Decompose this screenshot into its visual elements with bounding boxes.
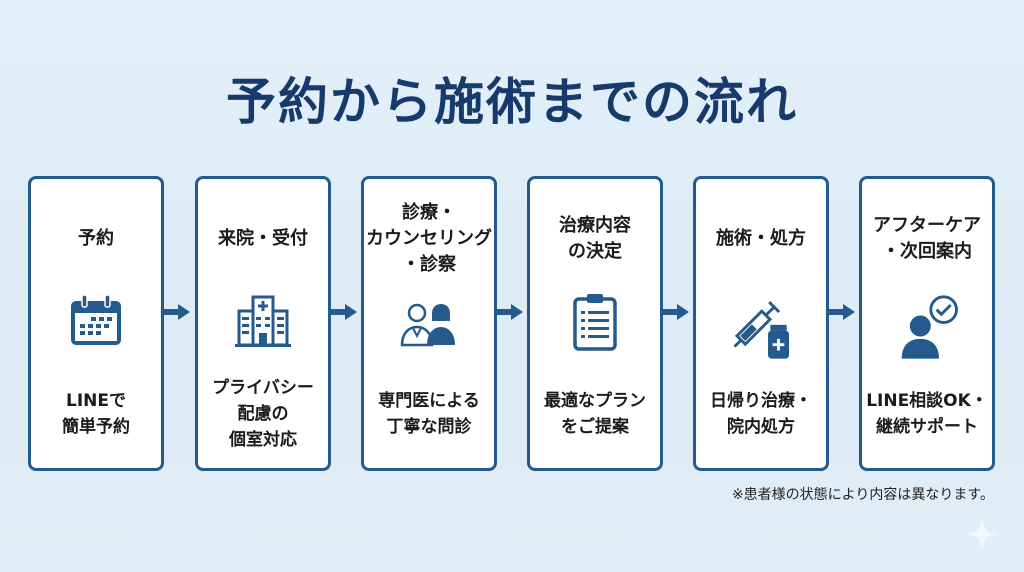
arrow-right-icon	[663, 304, 689, 320]
step-heading: 来院・受付	[218, 228, 308, 249]
arrow-right-icon	[164, 304, 190, 320]
support-chat-icon	[901, 295, 958, 359]
step-card-treatment-plan: 治療内容 の決定 最適なプラン をご提案	[527, 176, 663, 471]
page-title: 予約から施術までの流れ	[226, 73, 798, 131]
footnote: ※患者様の状態により内容は異なります。	[731, 487, 994, 503]
step-heading: 診療・ カウンセリング ・診察	[366, 202, 492, 275]
step-card-aftercare: アフターケア ・次回案内 LINE相談OK・ 継続サポート	[859, 176, 995, 471]
step-description: プライバシー 配慮の 個室対応	[212, 378, 314, 450]
step-description: 日帰り治療・ 院内処方	[710, 391, 812, 437]
hospital-icon	[235, 295, 291, 347]
step-description: LINE相談OK・ 継続サポート	[866, 391, 988, 437]
step-heading: 予約	[78, 228, 114, 249]
step-heading: 治療内容 の決定	[559, 215, 631, 262]
step-card-procedure: 施術・処方 日帰り治療・ 院内処方	[693, 176, 829, 471]
step-description: 専門医による 丁寧な問診	[378, 391, 480, 437]
sparkle-icon	[965, 517, 999, 551]
syringe-medicine-icon	[733, 301, 789, 359]
calendar-icon	[71, 294, 121, 345]
step-card-consultation: 診療・ カウンセリング ・診察 専門医による 丁寧な問診	[361, 176, 497, 471]
step-heading: アフターケア ・次回案内	[873, 215, 981, 262]
arrow-right-icon	[497, 304, 523, 320]
step-card-arrival: 来院・受付 プライバシー 配慮の 個室対応	[195, 176, 331, 471]
step-description: LINEで 簡単予約	[62, 391, 130, 437]
arrow-right-icon	[829, 304, 855, 320]
step-description: 最適なプラン をご提案	[544, 391, 646, 437]
step-heading: 施術・処方	[716, 228, 806, 249]
doctor-patient-icon	[400, 303, 455, 347]
arrow-right-icon	[331, 304, 357, 320]
step-card-reservation: 予約 LINEで 簡単予約	[28, 176, 164, 471]
clipboard-icon	[573, 294, 617, 351]
